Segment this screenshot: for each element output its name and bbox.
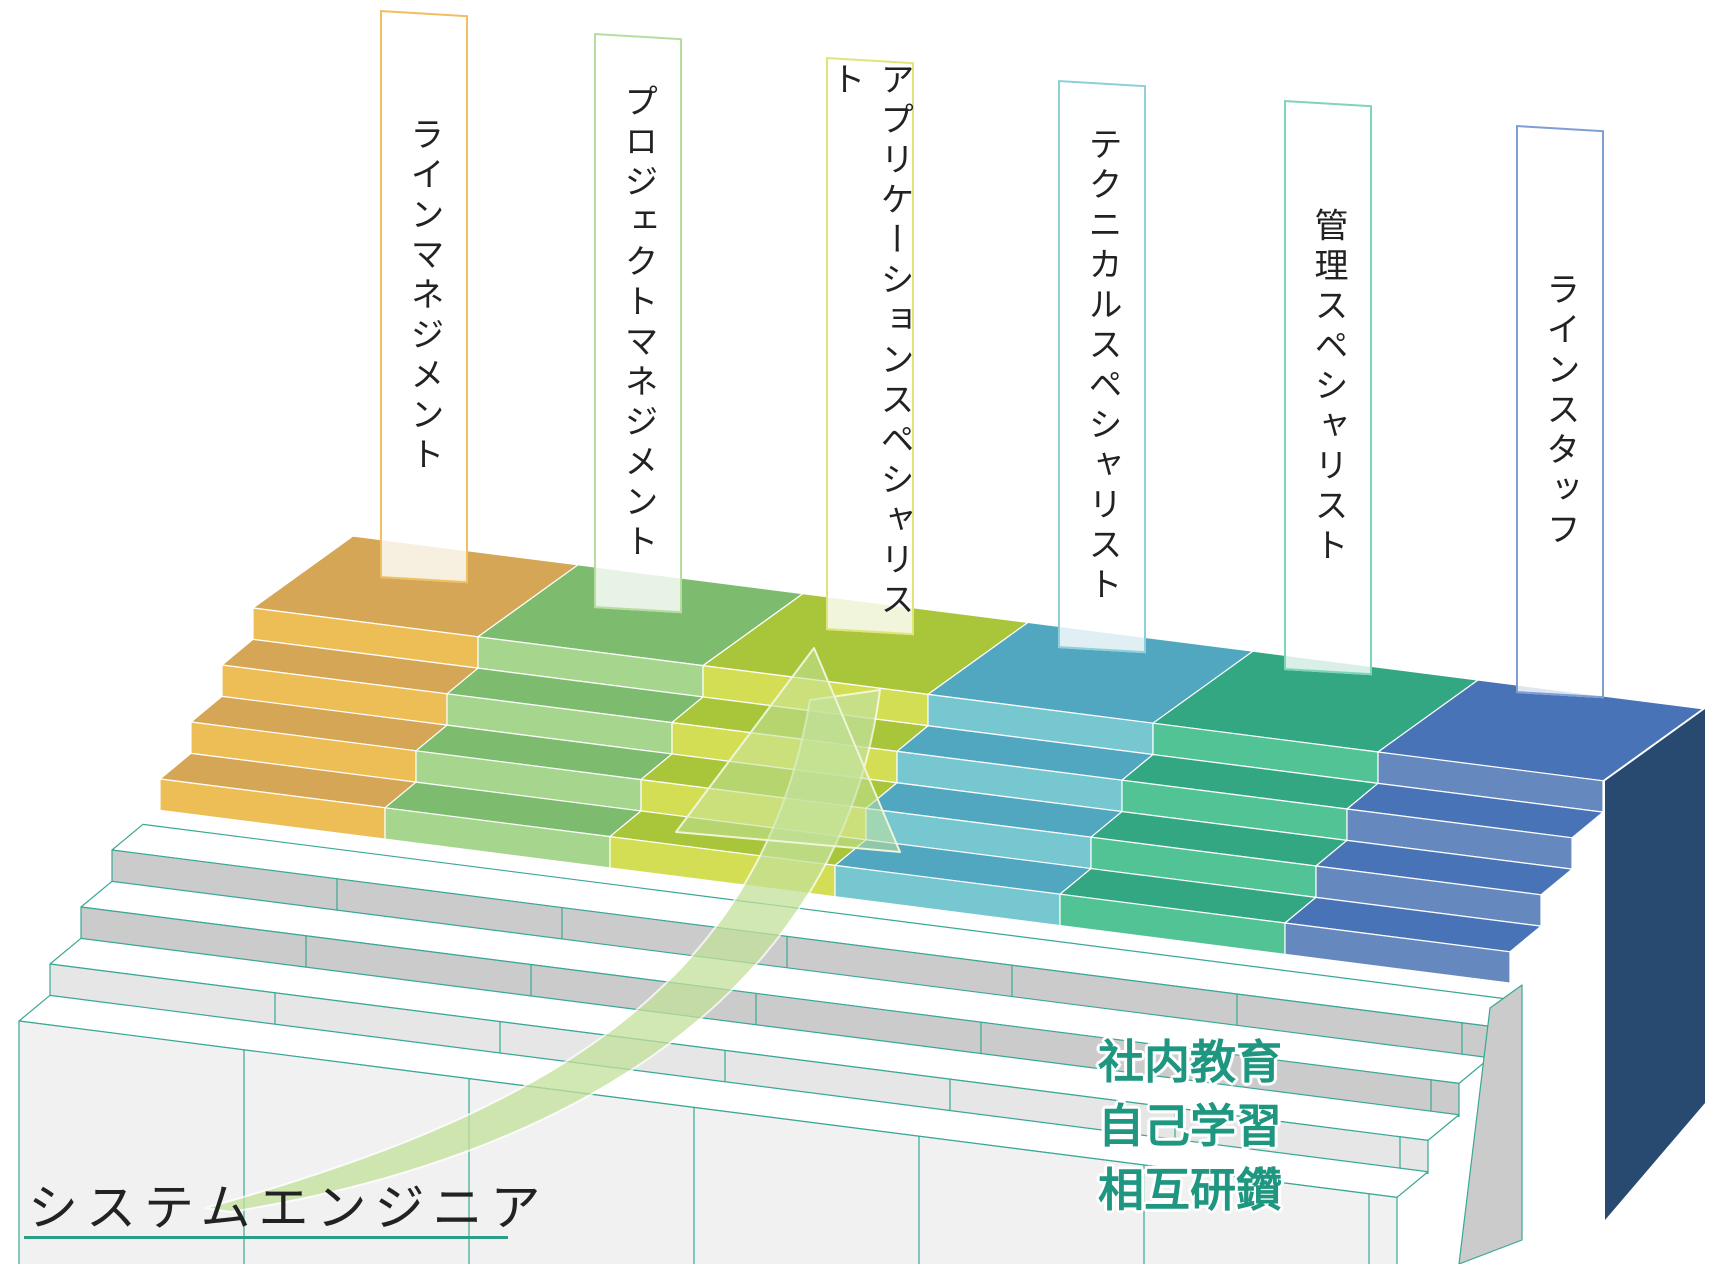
role-title: システムエンジニア — [28, 1179, 549, 1237]
career-path-board-1: プロジェクトマネジメント — [594, 33, 682, 614]
career-path-label: プロジェクトマネジメント — [617, 83, 658, 564]
base-side-face — [1458, 984, 1523, 1265]
learning-method-peer-learning: 相互研鑽 — [1098, 1163, 1282, 1217]
step-riser-5-3 — [1284, 922, 1511, 984]
career-path-label: テクニカルスペシャリスト — [1081, 126, 1122, 607]
base-riser-2 — [49, 963, 1429, 1175]
learning-method-internal-training: 社内教育 — [1098, 1035, 1282, 1089]
learning-method-self-study: 自己学習 — [1098, 1099, 1282, 1153]
base-riser-1 — [80, 906, 1460, 1118]
growth-arrow-head — [675, 647, 901, 853]
role-title-underline — [24, 1236, 508, 1239]
base-riser-3 — [18, 1020, 1398, 1268]
learning-methods: 社内教育 自己学習 相互研鑽 — [1098, 1030, 1282, 1222]
career-path-label: ラインマネジメント — [403, 116, 444, 477]
career-path-board-4: 管理スペシャリスト — [1284, 100, 1372, 676]
staircase-side-face — [1605, 709, 1705, 1220]
career-path-label: ラインスタッフ — [1539, 271, 1580, 552]
career-path-board-5: ラインスタッフ — [1516, 125, 1604, 699]
career-path-label: アプリケーションスペシャリスト — [825, 61, 914, 622]
career-path-board-2: アプリケーションスペシャリスト — [825, 57, 914, 636]
career-path-label: 管理スペシャリスト — [1307, 207, 1348, 568]
career-path-board-0: ラインマネジメント — [380, 10, 468, 584]
career-path-board-3: テクニカルスペシャリスト — [1058, 80, 1146, 654]
